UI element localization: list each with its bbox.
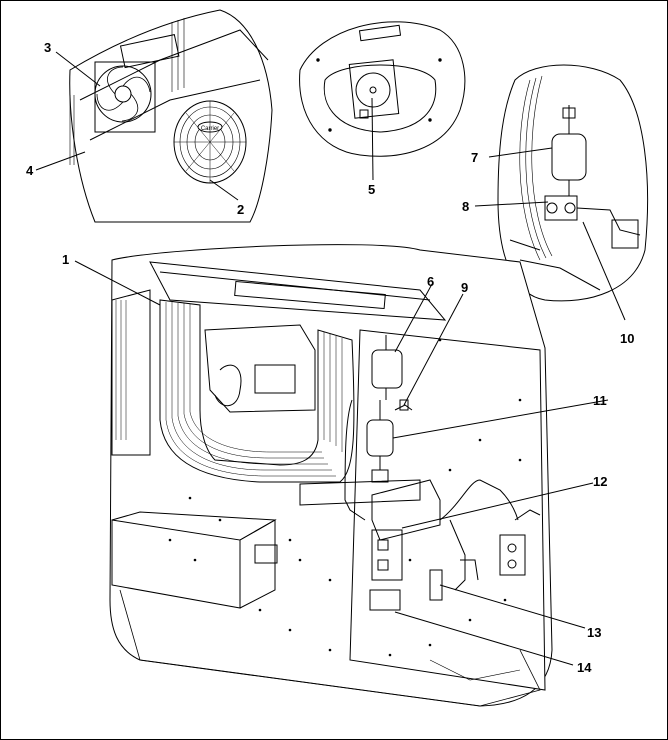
callout-10: 10 bbox=[620, 331, 634, 346]
callout-12: 12 bbox=[593, 474, 607, 489]
callout-4: 4 bbox=[26, 163, 34, 178]
evaporator-motor bbox=[355, 72, 391, 108]
pressure-switch bbox=[499, 534, 526, 576]
callout-8: 8 bbox=[462, 199, 469, 214]
callout-1: 1 bbox=[62, 252, 69, 267]
condenser-fan bbox=[94, 65, 152, 123]
callout-11: 11 bbox=[593, 393, 607, 408]
callout-14: 14 bbox=[577, 660, 592, 675]
motor-mount-plate bbox=[348, 59, 400, 119]
callout-7: 7 bbox=[471, 150, 478, 165]
main-unit-assembly bbox=[74, 244, 609, 707]
callout-5: 5 bbox=[368, 182, 375, 197]
callout-6: 6 bbox=[427, 274, 434, 289]
expansion-valve bbox=[371, 529, 403, 581]
inset-fan-view: Carrier bbox=[35, 9, 273, 223]
evaporator-coil bbox=[159, 299, 355, 483]
callout-2: 2 bbox=[237, 202, 244, 217]
inset-motor-view bbox=[299, 21, 466, 181]
inset-filter-detail bbox=[474, 64, 649, 321]
callout-9: 9 bbox=[461, 280, 468, 295]
callout-3: 3 bbox=[44, 40, 51, 55]
accumulator bbox=[371, 349, 403, 389]
callout-labels: 3 4 2 5 7 8 10 1 6 9 11 12 13 14 bbox=[26, 40, 634, 675]
callout-13: 13 bbox=[587, 625, 601, 640]
